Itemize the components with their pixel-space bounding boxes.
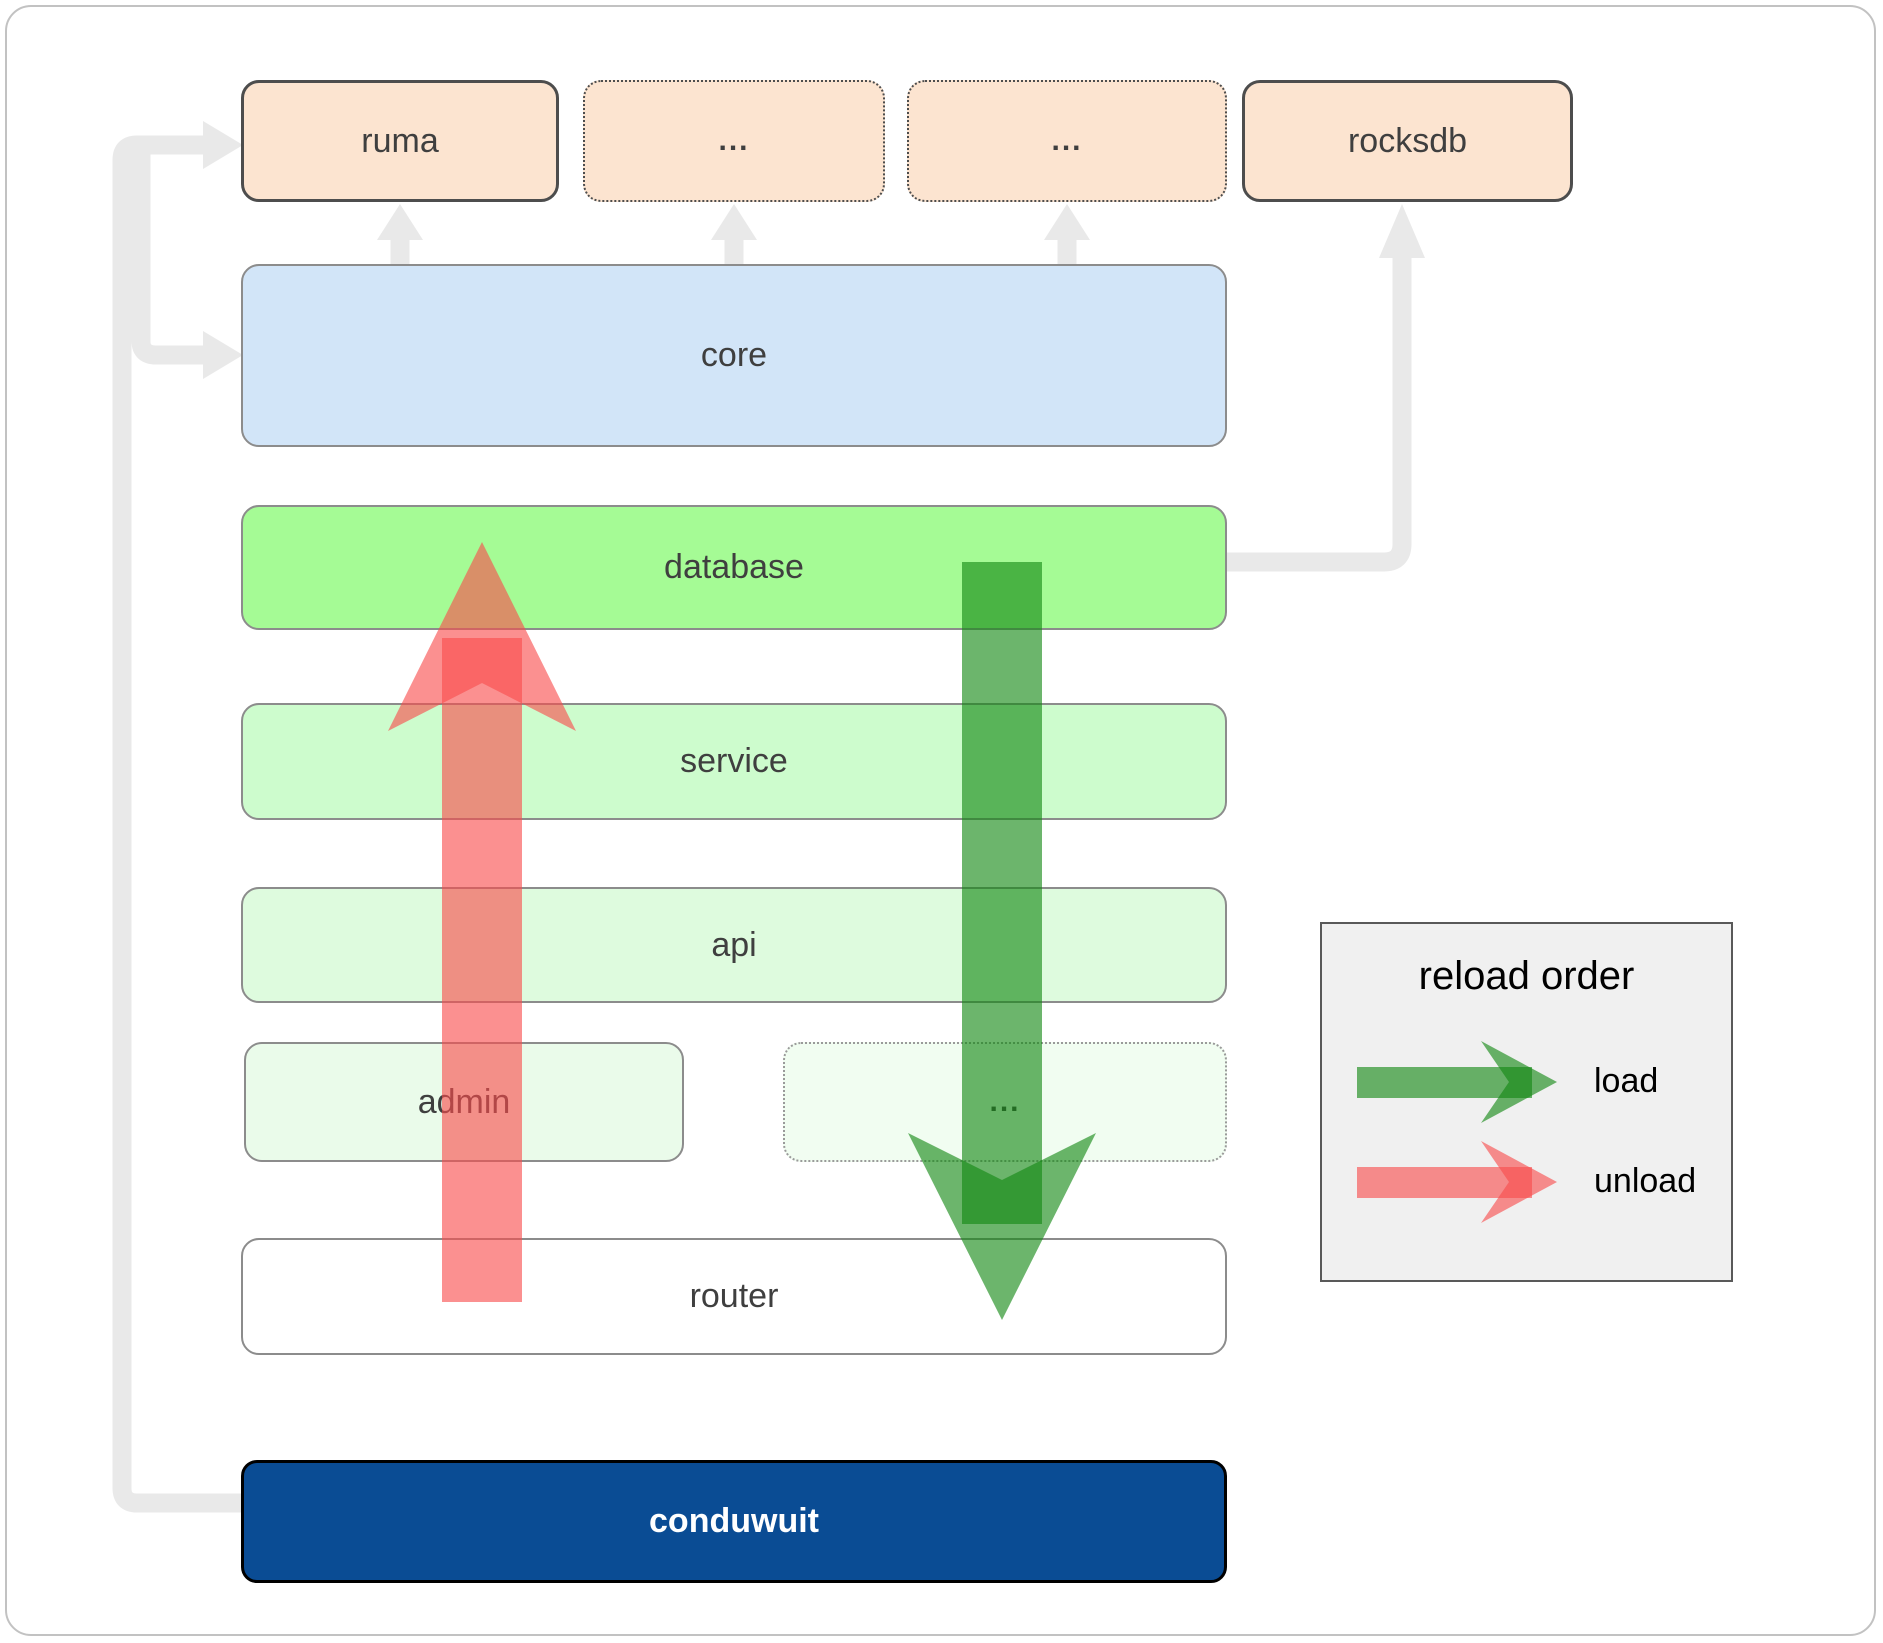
node-database: database [241, 505, 1227, 630]
node-api: api [241, 887, 1227, 1003]
node-database-label: database [664, 548, 804, 586]
node-conduwuit: conduwuit [241, 1460, 1227, 1583]
node-admin-label: admin [417, 1082, 511, 1121]
node-router-label: router [689, 1277, 779, 1315]
node-conduwuit-label: conduwuit [649, 1502, 819, 1540]
node-ruma: ruma [241, 80, 559, 202]
node-admin: admin [244, 1042, 684, 1162]
node-ellipsis-top-2-label: ... [1051, 124, 1083, 157]
node-router: router [241, 1238, 1227, 1355]
outer-border [5, 5, 1876, 1636]
node-core-label: core [700, 336, 768, 374]
node-ruma-label: ruma [361, 121, 439, 160]
node-ellipsis-top-1-label: ... [718, 124, 750, 157]
node-service-label: service [680, 742, 788, 780]
node-rocksdb: rocksdb [1242, 80, 1573, 202]
legend-title: reload order [1418, 954, 1635, 998]
legend-load-label: load [1594, 1062, 1659, 1100]
node-service: service [241, 703, 1227, 820]
legend-unload-label: unload [1594, 1162, 1697, 1200]
node-api-label: api [711, 925, 757, 964]
node-ellipsis-admin: ... [783, 1042, 1227, 1162]
node-ellipsis-top-1: ... [583, 80, 885, 202]
node-ellipsis-top-2: ... [907, 80, 1227, 202]
legend-reload-order: reload order load unload [1320, 922, 1733, 1282]
node-ellipsis-admin-label: ... [989, 1085, 1021, 1118]
node-core: core [241, 264, 1227, 447]
node-rocksdb-label: rocksdb [1347, 121, 1468, 160]
